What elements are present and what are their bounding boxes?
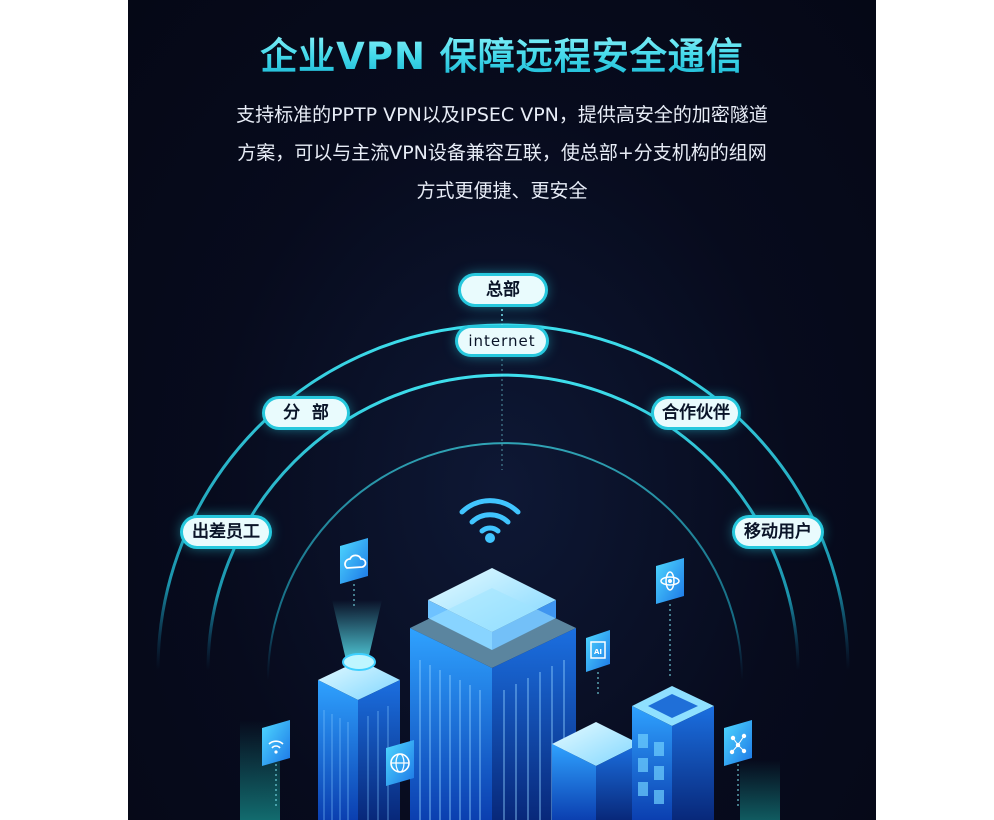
building-main [410, 568, 576, 820]
page-title: 企业VPN 保障远程安全通信 [128, 26, 876, 80]
label-partner: 合作伙伴 [654, 399, 738, 427]
wifi-small-icon [262, 720, 290, 808]
label-traveling-staff: 出差员工 [183, 518, 269, 546]
description-line: 方式更便捷、更安全 [416, 180, 588, 202]
network-nodes-icon [724, 720, 752, 808]
label-internet: internet [458, 328, 546, 354]
vpn-network-illustration: AI [156, 304, 850, 820]
atom-icon [656, 558, 684, 676]
description-line: 支持标准的PPTP VPN以及IPSEC VPN，提供高安全的加密隧道 [236, 104, 768, 126]
label-mobile-users: 移动用户 [735, 518, 821, 546]
building-left [318, 600, 400, 820]
building-small-front [552, 722, 640, 820]
label-headquarters: 总部 [461, 276, 545, 304]
globe-icon [386, 740, 414, 786]
cloud-icon [340, 538, 368, 606]
wifi-icon [459, 498, 521, 543]
description: 支持标准的PPTP VPN以及IPSEC VPN，提供高安全的加密隧道 方案，可… [168, 96, 836, 210]
building-right [632, 686, 714, 820]
feature-panel: 企业VPN 保障远程安全通信 支持标准的PPTP VPN以及IPSEC VPN，… [128, 0, 876, 820]
svg-text:AI: AI [594, 648, 602, 656]
ai-chip-icon: AI [586, 630, 610, 696]
description-line: 方案，可以与主流VPN设备兼容互联，使总部+分支机构的组网 [237, 142, 767, 164]
label-branch: 分 部 [265, 399, 347, 427]
